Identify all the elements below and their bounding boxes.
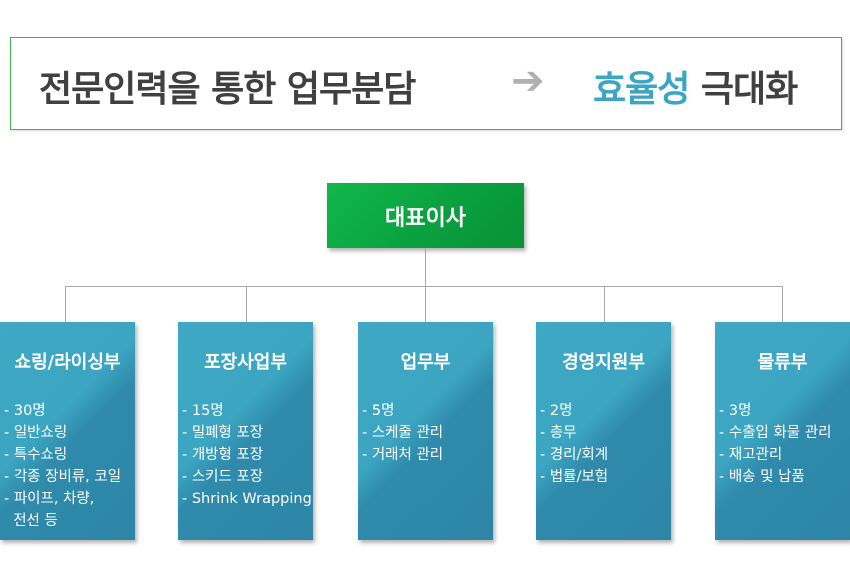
headline-left-text: 전문인력을 통한 업무분담 [39, 69, 416, 110]
department-title: 업무부 [400, 352, 451, 373]
department-title: 물류부 [757, 352, 808, 373]
duty-item: - 경리/회계 [540, 447, 609, 463]
headline-right: 효율성 극대화 [593, 60, 798, 112]
duty-item: - 각종 장비류, 코일 [4, 469, 122, 485]
department-duties: - 30명- 일반쇼링- 특수쇼링- 각종 장비류, 코일- 파이프, 차량, … [4, 400, 121, 532]
ceo-box: 대표이사 [327, 183, 524, 248]
department-duties: - 5명 - 스케줄 관리 - 거래처 관리 [362, 400, 443, 466]
department-title: 경영지원부 [562, 352, 645, 373]
department-title: 포장사업부 [204, 352, 287, 373]
duty-item: - 특수쇼링 [4, 447, 68, 463]
duty-item: - 배송 및 납품 [719, 469, 805, 485]
headline-banner: 전문인력을 통한 업무분담 ➔ 효율성 극대화 [10, 37, 842, 130]
duty-item: - 5명 [362, 403, 395, 419]
connector-dept-3 [425, 286, 426, 322]
department-duties: - 15명 - 밀폐형 포장 - 개방형 포장 - 스키드 포장 - Shrink Wr… [182, 400, 312, 510]
connector-dept-4 [604, 286, 605, 322]
duty-item: - 스케줄 관리 [362, 425, 444, 441]
department-box: 업무부 - 5명 - 스케줄 관리 - 거래처 관리 [358, 322, 493, 540]
department-box: 포장사업부 - 15명 - 밀폐형 포장 - 개방형 포장 - 스키드 포장 - Shri… [178, 322, 313, 540]
department-duties: - 3명 - 수출입 화물 관리 - 재고관리 - 배송 및 납품 [719, 400, 831, 488]
headline-accent-text: 효율성 [593, 69, 690, 110]
duty-item: - 스키드 포장 [182, 469, 264, 485]
connector-dept-5 [782, 286, 783, 322]
duty-item: - 재고관리 [719, 447, 783, 463]
duty-item: - 파이프, 차량, [4, 491, 95, 507]
duty-item: - 수출입 화물 관리 [719, 425, 832, 441]
duty-item: - 거래처 관리 [362, 447, 444, 463]
duty-item: - 2명 [540, 403, 573, 419]
duty-item: - 30명 [4, 403, 46, 419]
duty-item: 전선 등 [4, 513, 58, 529]
department-box: 쇼링/라이싱부 - 30명 - 일반쇼링 - 특수쇼링 - 각종 장비류, 코일 - 파이… [0, 322, 135, 540]
department-title: 쇼링/라이싱부 [14, 352, 121, 373]
connector-horizontal [65, 286, 783, 287]
department-duties: - 2명 - 총무 - 경리/회계 - 법률/보험 [540, 400, 608, 488]
headline-right-text: 극대화 [689, 69, 798, 110]
duty-item: - 15명 [182, 403, 224, 419]
duty-item: - 총무 [540, 425, 577, 441]
duty-item: - 밀폐형 포장 [182, 425, 264, 441]
duty-item: - 개방형 포장 [182, 447, 264, 463]
connector-dept-2 [246, 286, 247, 322]
connector-ceo [425, 248, 426, 286]
department-box: 물류부 - 3명 - 수출입 화물 관리 - 재고관리 - 배송 및 납품 [715, 322, 850, 540]
connector-dept-1 [65, 286, 66, 322]
right-arrow-icon: ➔ [511, 58, 545, 104]
duty-item: - 일반쇼링 [4, 425, 68, 441]
department-box: 경영지원부 - 2명 - 총무 - 경리/회계 - 법률/보험 [536, 322, 671, 540]
duty-item: - Shrink Wrapping [182, 491, 312, 507]
duty-item: - 3명 [719, 403, 752, 419]
duty-item: - 법률/보험 [540, 469, 609, 485]
